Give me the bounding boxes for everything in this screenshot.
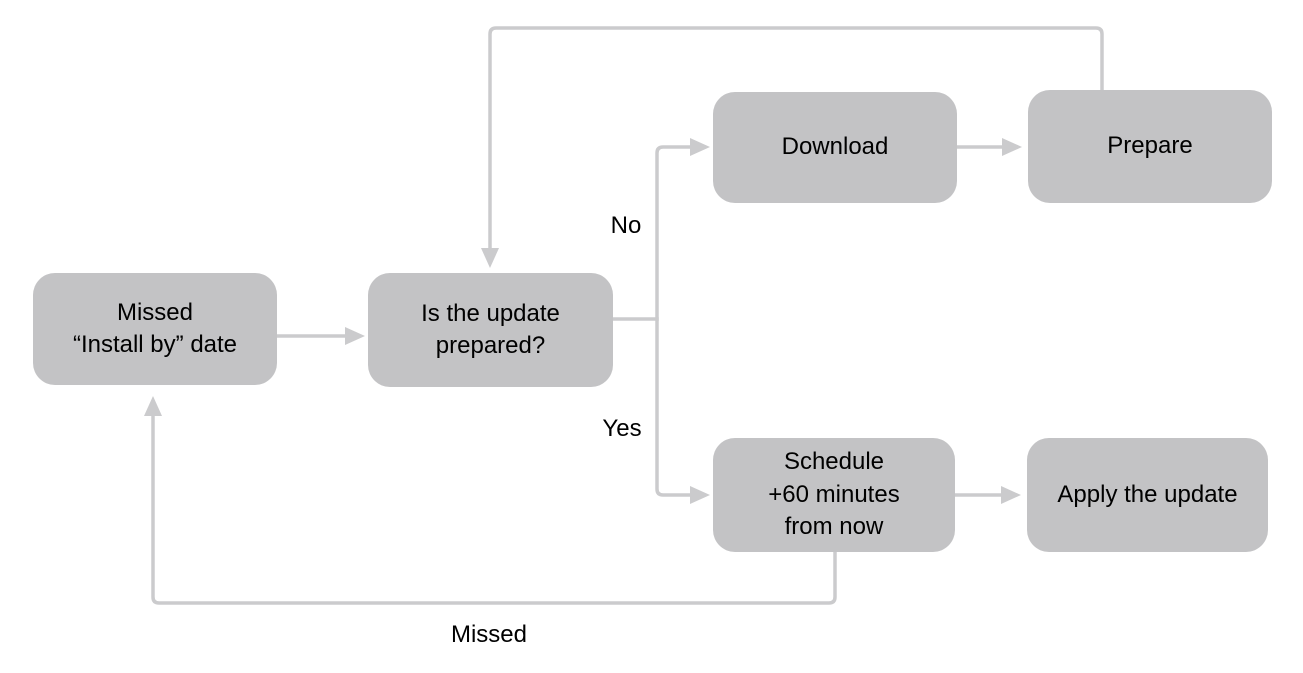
node-label: Apply the update [1057, 480, 1238, 508]
edge-branch-yes-to-schedule [655, 319, 710, 504]
node-is-update-prepared: Is the update prepared? [368, 273, 613, 387]
node-apply-the-update: Apply the update [1027, 438, 1268, 552]
node-label: Prepare [1107, 132, 1193, 160]
edge-prepare-loop-to-is-prepared [481, 26, 1104, 268]
node-download: Download [713, 92, 957, 203]
edge-schedule-missed-loop-to-start [144, 396, 837, 605]
edge-branch-no-to-download [655, 138, 710, 319]
node-missed-install-by-date: Missed “Install by” date [33, 273, 277, 385]
edge-label-missed: Missed [450, 621, 528, 648]
node-label: Missed “Install by” date [72, 298, 238, 358]
edge-label-yes: Yes [602, 415, 642, 442]
node-label: Download [781, 133, 889, 161]
node-schedule-60-minutes-from-now: Schedule +60 minutes from now [713, 438, 955, 552]
node-label: Is the update prepared? [421, 299, 560, 359]
node-label: Schedule +60 minutes from now [768, 448, 900, 541]
node-prepare: Prepare [1028, 90, 1272, 203]
edge-label-no: No [610, 212, 642, 239]
